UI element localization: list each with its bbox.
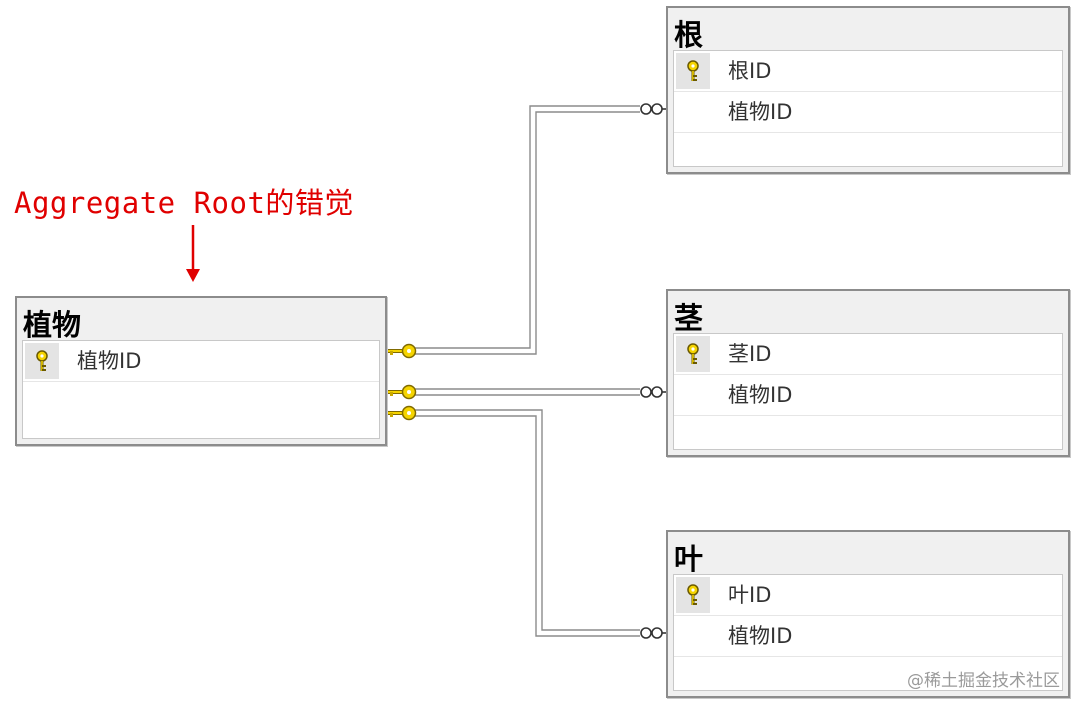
table-title: 茎: [674, 301, 704, 335]
table-row[interactable]: 植物ID: [23, 341, 379, 382]
column-name: 植物ID: [728, 383, 793, 407]
annotation-arrow-icon: [186, 225, 200, 282]
table-row[interactable]: 茎ID: [674, 334, 1062, 375]
column-name: 植物ID: [728, 624, 793, 648]
column-name: 根ID: [728, 59, 772, 83]
watermark: @稀土掘金技术社区: [907, 671, 1060, 691]
table-plant[interactable]: 植物 植物ID: [15, 296, 387, 446]
key-icon: [25, 343, 59, 379]
table-row[interactable]: 植物ID: [674, 616, 1062, 657]
table-row[interactable]: 根ID: [674, 51, 1062, 92]
column-name: 茎ID: [728, 342, 772, 366]
table-row[interactable]: 植物ID: [674, 375, 1062, 416]
key-icon: [676, 577, 710, 613]
table-leaf[interactable]: 叶 叶ID 植物ID: [666, 530, 1070, 698]
table-columns: 根ID 植物ID: [673, 50, 1063, 167]
key-icon: [676, 336, 710, 372]
table-title: 叶: [674, 542, 704, 576]
table-title: 根: [674, 18, 704, 52]
relationship-many-end-infinity-icons: [640, 103, 668, 639]
table-columns: 茎ID 植物ID: [673, 333, 1063, 450]
column-name: 植物ID: [77, 349, 142, 373]
table-stem[interactable]: 茎 茎ID 植物ID: [666, 289, 1070, 457]
table-columns: 叶ID 植物ID: [673, 574, 1063, 691]
key-icon: [676, 53, 710, 89]
table-row[interactable]: 叶ID: [674, 575, 1062, 616]
table-row[interactable]: 植物ID: [674, 92, 1062, 133]
table-title: 植物: [23, 308, 82, 342]
annotation-label: Aggregate Root的错觉: [14, 186, 354, 220]
table-root[interactable]: 根 根ID 植物ID: [666, 6, 1070, 174]
relationship-one-end-key-icons: [388, 343, 417, 421]
column-name: 叶ID: [728, 583, 772, 607]
table-columns: 植物ID: [22, 340, 380, 439]
column-name: 植物ID: [728, 100, 793, 124]
